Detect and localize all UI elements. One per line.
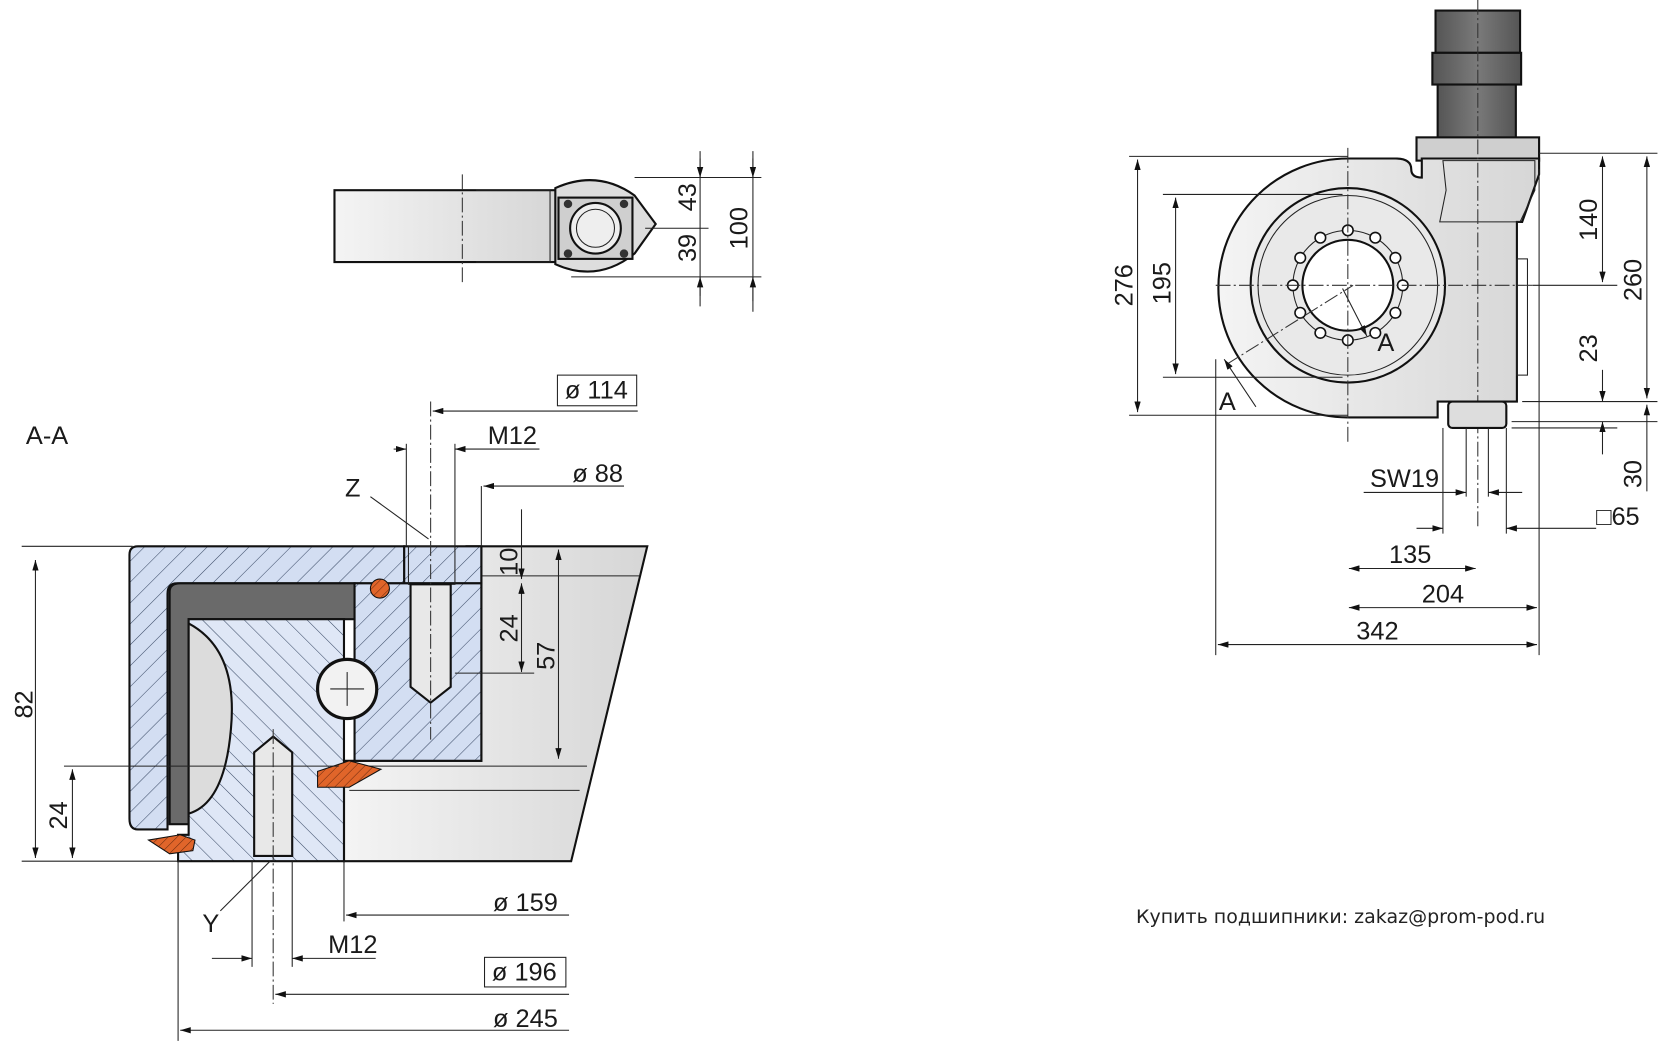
bolt-hole: [1314, 231, 1327, 244]
dim-204: 204: [1422, 580, 1464, 608]
bolt-hole: [1369, 326, 1382, 339]
dim-100: 100: [726, 207, 754, 249]
dim-d196: ø 196: [492, 959, 557, 987]
label-y: Y: [202, 910, 219, 938]
dim-10: 10: [495, 548, 523, 576]
bolt-hole: [1294, 251, 1307, 264]
section-a-a: A-A 82 24: [10, 374, 649, 1041]
dim-195: 195: [1148, 262, 1176, 304]
dim-sw19: SW19: [1370, 465, 1439, 493]
dim-23: 23: [1575, 334, 1603, 362]
dim-24-bottom: 24: [45, 801, 73, 829]
dim-d245: ø 245: [493, 1005, 558, 1033]
motor-body: [1431, 51, 1523, 86]
dim-d88: ø 88: [572, 460, 623, 488]
dim-140: 140: [1575, 199, 1603, 241]
bolt-hole: [1369, 231, 1382, 244]
ring-body: [333, 189, 558, 264]
dim-d159: ø 159: [493, 889, 558, 917]
bolt-hole: [1389, 251, 1402, 264]
dim-43: 43: [674, 183, 702, 211]
bolt-hole: [1389, 306, 1402, 319]
dim-d114: ø 114: [565, 376, 628, 404]
bolt-hole: [1294, 306, 1307, 319]
bolt-hole: [1314, 326, 1327, 339]
dim-82: 82: [10, 690, 38, 718]
adjustment-screw: [1447, 400, 1508, 430]
dim-276: 276: [1110, 264, 1138, 306]
dim-24-top: 24: [495, 614, 523, 642]
dim-m12-bottom: M12: [328, 931, 377, 959]
front-view: A A 276 195 140 260 23 30: [1110, 0, 1658, 656]
top-view: 43 39 100: [333, 151, 762, 312]
dim-57: 57: [532, 642, 560, 670]
label-section-a-left: A: [1219, 388, 1236, 416]
footer-contact-text: Купить подшипники: zakaz@prom-pod.ru: [1136, 906, 1546, 928]
section-title: A-A: [26, 422, 68, 450]
dim-135: 135: [1389, 541, 1431, 569]
dim-30: 30: [1620, 460, 1648, 488]
dim-342: 342: [1356, 617, 1398, 645]
label-section-a-right: A: [1377, 329, 1394, 357]
dim-square-65: □65: [1596, 503, 1640, 531]
dim-m12-top: M12: [488, 422, 537, 450]
bolt-holes: [1286, 224, 1409, 347]
worm-shaft: [569, 201, 622, 255]
label-z: Z: [345, 475, 361, 503]
dim-260: 260: [1620, 259, 1648, 301]
dim-39: 39: [674, 234, 702, 262]
